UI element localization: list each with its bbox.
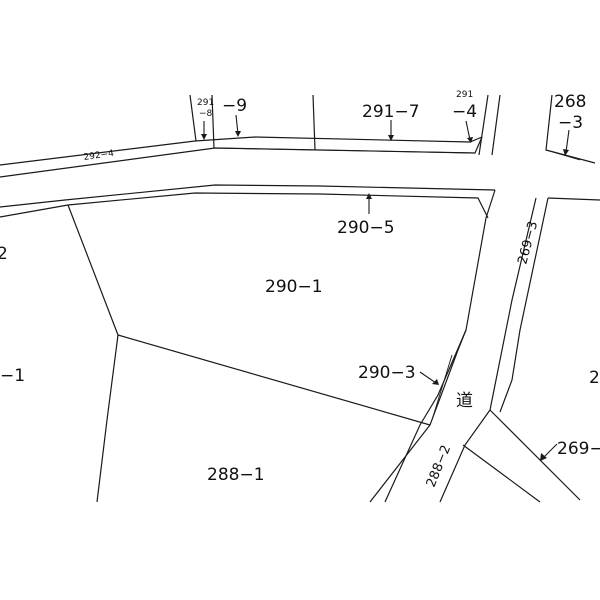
arrow-268-3-head	[563, 149, 569, 156]
boundary-269-block	[547, 197, 600, 201]
label-269-3: 269−3	[515, 220, 541, 266]
boundary-291-8-left	[189, 94, 197, 142]
boundary-290-3-c	[431, 354, 453, 421]
label-268-3-top: 268	[554, 92, 586, 112]
parcel-boundaries	[0, 94, 600, 503]
parcel-labels: 290−1 290−5 290−3 288−1 291−7 −9 −4 291 …	[0, 90, 600, 489]
arrow-269-head	[540, 453, 547, 461]
boundary-290-1-right	[457, 189, 496, 351]
label-288-1: 288−1	[207, 465, 265, 485]
label-right-edge: 2	[589, 368, 600, 388]
arrow-291-4-head	[467, 137, 473, 143]
boundary-290-1-left	[67, 204, 119, 336]
label-268-3-bot: −3	[558, 113, 583, 133]
boundary-291-4-outer	[491, 94, 501, 156]
label-291-8-top: 291	[197, 98, 214, 108]
boundary-268-3-inner	[545, 149, 581, 161]
label-291-9: −9	[222, 96, 247, 116]
boundary-291-4-right	[478, 94, 489, 156]
label-290-1: 290−1	[265, 277, 323, 297]
label-288-2: 288−2	[424, 443, 454, 489]
label-road: 道	[456, 391, 473, 411]
boundary-290-3-b	[384, 329, 467, 503]
boundary-291-9-291-7	[312, 94, 316, 151]
upper-road-inner-line	[213, 147, 476, 154]
label-291-4-top: 291	[456, 90, 473, 100]
arrow-269	[542, 443, 558, 459]
arrow-291-9	[235, 114, 239, 135]
arrow-291-4	[465, 120, 471, 141]
label-292-4: 292−4	[83, 149, 115, 163]
upper-road-bottom-edge	[0, 136, 483, 178]
label-291-4-bot: −4	[452, 102, 477, 122]
label-left-a: 2	[0, 244, 8, 264]
boundary-291-8-right	[211, 94, 215, 149]
boundary-290-1-288-1	[117, 334, 431, 426]
label-290-5: 290−5	[337, 218, 395, 238]
boundary-288-1-left	[96, 334, 119, 503]
boundary-290-3-a	[369, 349, 459, 503]
arrow-290-5-head	[366, 193, 372, 199]
arrow-291-8-head	[201, 134, 207, 140]
arrow-290-3	[419, 371, 437, 384]
label-left-b: −1	[0, 366, 25, 386]
boundary-269-3-left	[499, 197, 549, 413]
label-291-8-bot: −8	[199, 109, 213, 119]
boundary-288-2-road	[462, 444, 541, 503]
arrow-291-9-head	[235, 131, 241, 137]
strip-290-5-bottom	[0, 192, 489, 219]
upper-road-top-edge	[0, 136, 483, 166]
strip-290-5-top	[0, 184, 496, 208]
leader-arrows	[201, 114, 570, 461]
arrow-291-7-head	[388, 135, 394, 141]
label-290-3: 290−3	[358, 363, 416, 383]
arrow-290-3-head	[432, 379, 439, 385]
label-291-7: 291−7	[362, 102, 420, 122]
label-269-x: 269−	[557, 439, 600, 459]
arrow-268-3	[565, 129, 570, 153]
road-right-edge-inner	[489, 409, 581, 501]
